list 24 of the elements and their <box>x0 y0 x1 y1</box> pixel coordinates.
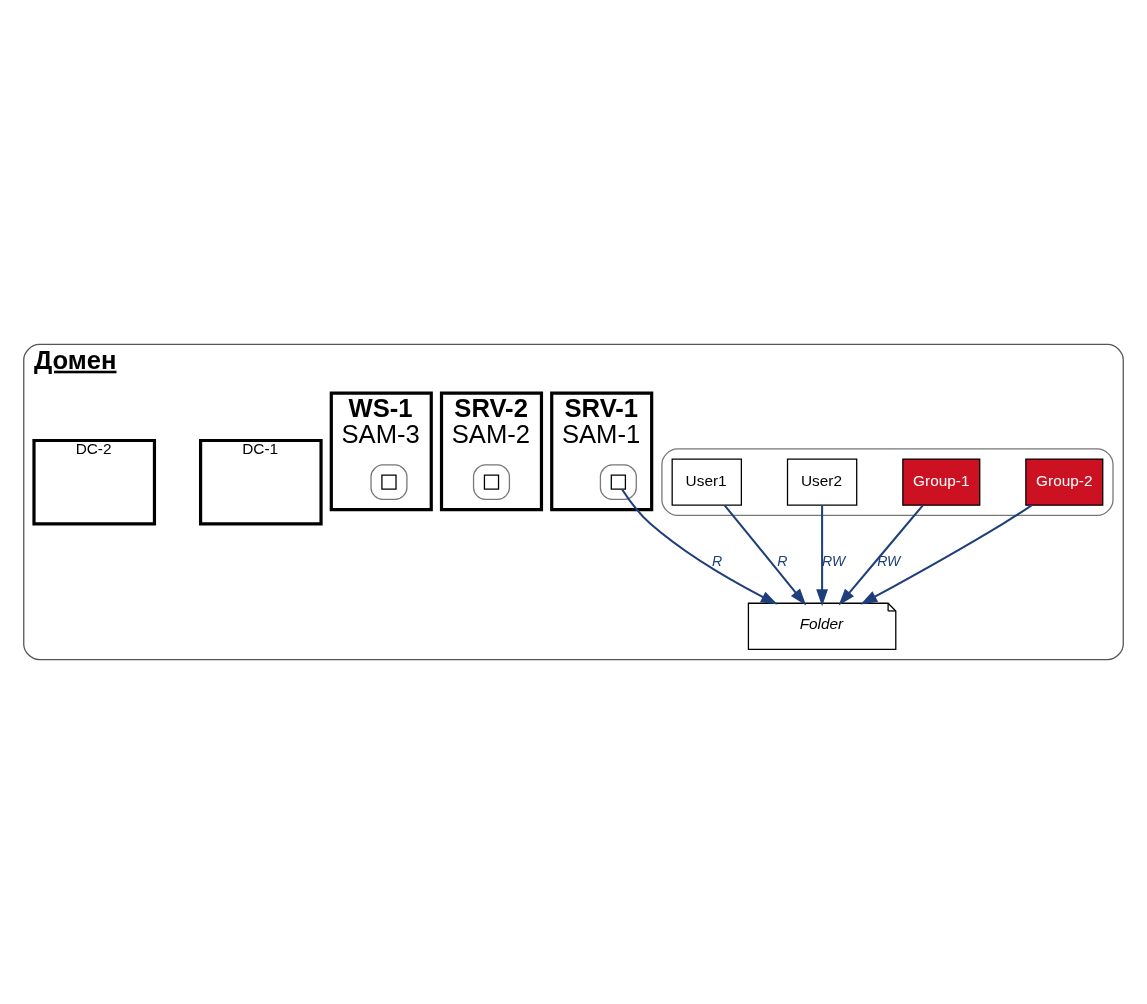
node-box: Group-1 <box>902 458 981 506</box>
arrow <box>816 505 829 607</box>
arrow <box>838 504 924 606</box>
node-box: Group-2 <box>1025 458 1104 506</box>
node-box: User1 <box>671 458 742 506</box>
node-box <box>483 474 500 490</box>
cluster <box>472 464 511 501</box>
cluster <box>661 448 1114 517</box>
arrow <box>860 504 1033 605</box>
node-box <box>381 474 397 490</box>
edge-label: RW <box>877 552 901 569</box>
node-box: DC-2 <box>32 438 157 526</box>
edge-label: R <box>777 552 788 569</box>
cluster <box>599 464 637 501</box>
cluster: SRV-1 SAM-1 <box>550 391 654 512</box>
node-box: DC-1 <box>199 438 323 526</box>
node-box <box>610 474 627 490</box>
node-box: User2 <box>786 458 858 506</box>
edge-label: RW <box>822 552 846 569</box>
cluster: WS-1 SAM-3 <box>329 391 433 512</box>
cluster: SRV-2 SAM-2 <box>439 391 544 512</box>
cluster <box>370 464 408 501</box>
arrow <box>724 504 807 606</box>
edge-label: R <box>711 552 723 569</box>
